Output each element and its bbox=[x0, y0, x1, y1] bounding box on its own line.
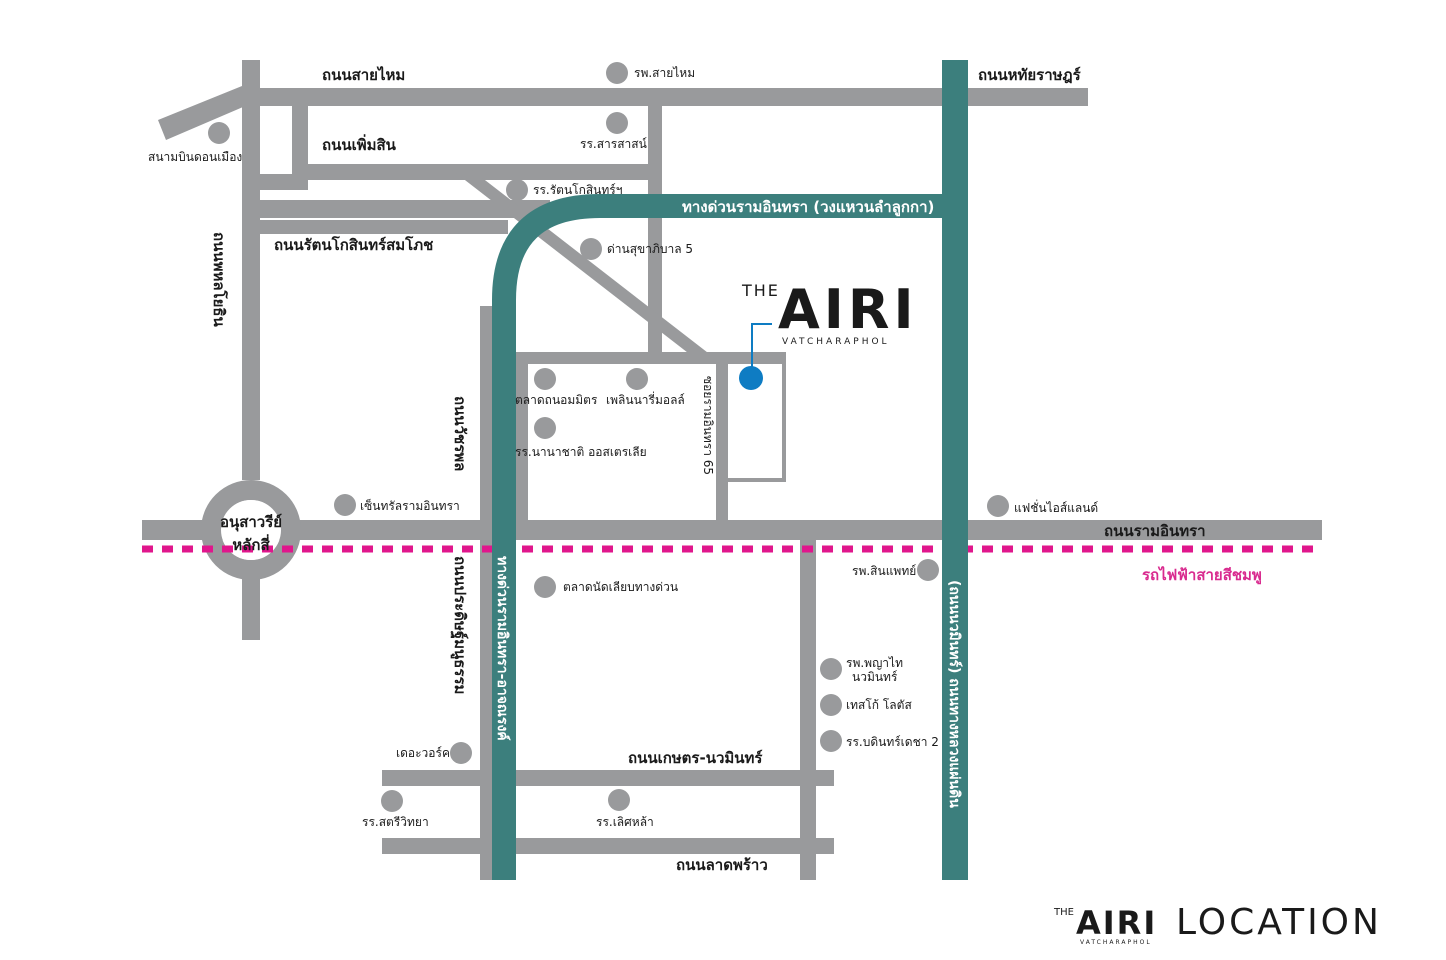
road-phahonyothin-south bbox=[242, 578, 260, 640]
poi-label: เซ็นทรัลรามอินทรา bbox=[360, 498, 460, 513]
road-rattanakosin bbox=[260, 200, 550, 218]
footer-location: LOCATION bbox=[1176, 902, 1382, 943]
poi-dot bbox=[534, 576, 556, 598]
poi-label: เพลินนารี่มอลล์ bbox=[606, 391, 685, 407]
road-network bbox=[142, 60, 1322, 880]
monument-label-line2: หลักสี่ bbox=[232, 534, 270, 554]
poi-dot bbox=[381, 790, 403, 812]
road-block-left bbox=[516, 352, 528, 522]
road-labels: ถนนสายไหม ถนนหทัยราษฎร์ ถนนเพิ่มสิน ถนนร… bbox=[210, 65, 1262, 874]
poi-label: รร.นานาชาติ ออสเตรเลีย bbox=[515, 445, 647, 459]
site-marker bbox=[739, 323, 772, 390]
road-lat-phrao bbox=[382, 838, 834, 854]
project-logo: THE AIRI VATCHARAPHOL bbox=[741, 278, 918, 347]
road-label-ram-intra: ถนนรามอินทรา bbox=[1104, 522, 1206, 540]
poi-label: เดอะวอร์ค bbox=[396, 746, 450, 760]
pink-line-label: รถไฟฟ้าสายสีชมพู bbox=[1142, 565, 1262, 585]
poi-label: สนามบินดอนเมือง bbox=[148, 150, 242, 164]
poi-dot bbox=[534, 417, 556, 439]
logo-name: AIRI bbox=[778, 278, 918, 341]
road-label-soi-65: ซอยรามอินทรา 65 bbox=[701, 376, 715, 475]
poi-dot bbox=[917, 559, 939, 581]
poi-label: ตลาดถนอมมิตร bbox=[515, 393, 598, 407]
expressway-label: ทางด่วนรามอินทรา (วงแหวนลำลูกกา) bbox=[682, 198, 934, 217]
poi-label: แฟชั่นไอส์แลนด์ bbox=[1014, 499, 1098, 515]
road-label-lat-phrao: ถนนลาดพร้าว bbox=[676, 856, 768, 874]
poi-labels: รพ.สายไหม รร.สารสาสน์ สนามบินดอนเมือง รร… bbox=[148, 66, 1098, 829]
poi-dot bbox=[208, 122, 230, 144]
road-label-sai-mai: ถนนสายไหม bbox=[322, 65, 405, 84]
expressway-east bbox=[942, 60, 968, 880]
poi-label: รร.รัตนโกสินทร์ฯ bbox=[533, 183, 622, 197]
monument: อนุสาวรีย์ หลักสี่ bbox=[220, 513, 282, 554]
road-label-wacharaphon: ถนนวัชรพล bbox=[451, 396, 469, 471]
site-pin bbox=[739, 366, 763, 390]
logo-the: THE bbox=[741, 281, 780, 300]
poi-label: รร.เลิศหล้า bbox=[596, 815, 654, 829]
site-leader-line bbox=[751, 323, 772, 378]
road-phoem-sin bbox=[292, 164, 658, 180]
poi-dot bbox=[820, 730, 842, 752]
expressways bbox=[492, 60, 968, 880]
footer-the: THE bbox=[1053, 907, 1074, 918]
poi-label: รร.บดินทร์เดชา 2 bbox=[846, 735, 939, 749]
roundabout bbox=[201, 480, 301, 580]
road-sai-mai bbox=[242, 88, 1088, 106]
logo-sub: VATCHARAPHOL bbox=[782, 337, 890, 347]
poi-dot bbox=[334, 494, 356, 516]
road-phoem-sin-link bbox=[292, 96, 308, 180]
road-navamin-link bbox=[800, 540, 816, 880]
poi-dot bbox=[626, 368, 648, 390]
poi-dot bbox=[580, 238, 602, 260]
road-diagonal bbox=[452, 170, 712, 356]
poi-dot bbox=[606, 62, 628, 84]
poi-label: รร.สตรีวิทยา bbox=[362, 815, 429, 829]
poi-label: รร.สารสาสน์ bbox=[580, 137, 647, 151]
poi-dot bbox=[506, 179, 528, 201]
road-phoem-sin-west bbox=[260, 174, 308, 190]
poi-label: เทสโก้ โลตัส bbox=[846, 698, 912, 712]
poi-markers bbox=[208, 62, 1009, 812]
poi-dot bbox=[608, 789, 630, 811]
roundabout-center bbox=[221, 500, 281, 560]
road-kaset-nawamin bbox=[382, 770, 834, 786]
road-wacharaphon bbox=[480, 306, 494, 880]
road-label-left-expressway: ทางด่วนรามอินทรา-อาจณรงค์ bbox=[494, 556, 511, 741]
poi-dot bbox=[820, 694, 842, 716]
poi-dot bbox=[606, 112, 628, 134]
poi-label: รพ.สินแพทย์ bbox=[852, 564, 916, 578]
road-rattanakosin-east bbox=[260, 220, 508, 234]
expressway-ram-intra bbox=[492, 194, 954, 880]
poi-dot bbox=[987, 495, 1009, 517]
poi-label: ตลาดนัดเลียบทางด่วน bbox=[563, 580, 678, 594]
road-don-mueang-diagonal bbox=[158, 86, 250, 140]
footer-sub: VATCHARAPHOL bbox=[1080, 939, 1152, 946]
footer-name: AIRI bbox=[1076, 904, 1157, 942]
road-label-kaset-nawamin: ถนนเกษตร-นวมินทร์ bbox=[628, 749, 763, 767]
road-label-rattanakosin: ถนนรัตนโกสินทร์สมโภช bbox=[274, 235, 433, 254]
road-ram-intra bbox=[142, 520, 1322, 540]
road-label-right-expressway: (ถนนนวมินทร์) ถนนทางหลวงแผ่นดิน bbox=[946, 580, 963, 808]
road-sukhaphiban-5 bbox=[648, 96, 662, 356]
site-block bbox=[724, 354, 786, 482]
poi-dot bbox=[820, 658, 842, 680]
road-label-hatairat: ถนนหทัยราษฎร์ bbox=[978, 66, 1082, 84]
monument-label-line1: อนุสาวรีย์ bbox=[220, 513, 282, 532]
poi-label: ด่านสุขาภิบาล 5 bbox=[607, 242, 693, 257]
poi-dot bbox=[450, 742, 472, 764]
footer-logo: THE AIRI LOCATION VATCHARAPHOL bbox=[1053, 902, 1382, 946]
poi-label: รพ.สายไหม bbox=[634, 66, 695, 80]
road-phahonyothin bbox=[242, 60, 260, 480]
poi-label-line1: รพ.พญาไท bbox=[846, 656, 903, 670]
poi-label-line2: นวมินทร์ bbox=[852, 670, 898, 684]
poi-dot bbox=[534, 368, 556, 390]
road-label-phahonyothin: ถนนพหลโยธิน bbox=[210, 232, 229, 328]
road-label-phoem-sin: ถนนเพิ่มสิน bbox=[322, 134, 397, 154]
road-label-pradit: ถนนประดิษฐ์มนูธรรม bbox=[450, 556, 469, 694]
